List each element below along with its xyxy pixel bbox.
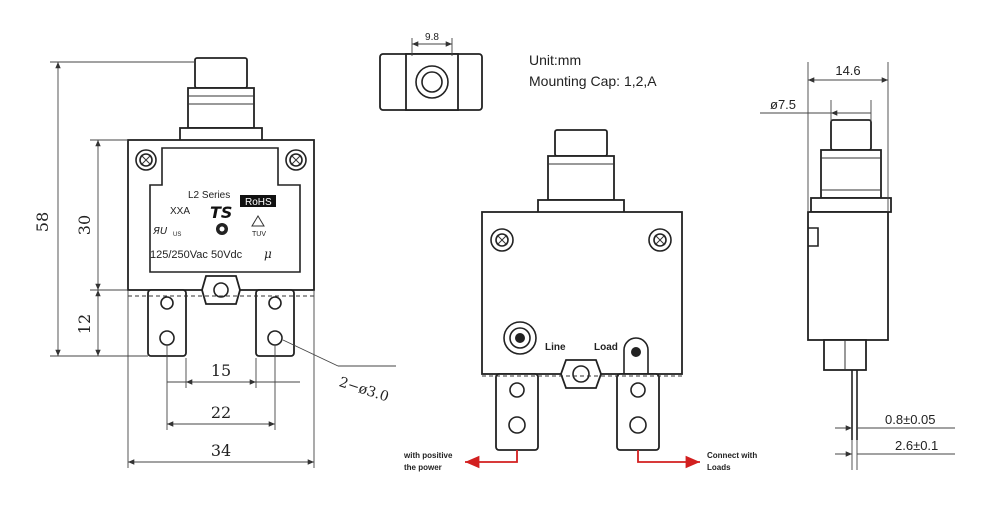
button-housing xyxy=(187,87,255,129)
dim-side-diameter: ø7.5 xyxy=(770,97,796,112)
load-label: Load xyxy=(594,342,618,353)
hole-callout: 2−ø3.0 xyxy=(337,374,391,405)
dim-top-9-8: 9.8 xyxy=(425,32,439,43)
load-arrow xyxy=(637,450,700,469)
side-view: 14.6 ø7.5 0.8±0.05 2.6±0.1 xyxy=(760,62,955,470)
reset-button-cap xyxy=(194,57,248,89)
wiring-screw-right xyxy=(648,228,672,252)
power-note-1: with positive xyxy=(403,451,453,460)
ts-logo: TS xyxy=(210,203,232,222)
dim-height-30: 30 xyxy=(75,215,94,235)
dim-pitch-22: 22 xyxy=(211,403,231,422)
wiring-view: Line Load with positive the power Connec… xyxy=(403,129,757,472)
dim-height-12: 12 xyxy=(75,314,94,334)
dim-width-34: 34 xyxy=(211,441,231,460)
rating-label: 125/250Vac 50Vdc xyxy=(150,249,243,261)
dim-pitch-15: 15 xyxy=(211,361,231,380)
wiring-button-housing xyxy=(547,155,615,201)
side-body xyxy=(807,211,889,341)
ul-us-label: US xyxy=(173,232,181,238)
wiring-center-nut xyxy=(560,359,602,389)
unit-note: Unit:mm xyxy=(529,52,581,68)
center-mounting-nut xyxy=(201,275,241,305)
series-label: L2 Series xyxy=(188,190,230,201)
wiring-terminal-right xyxy=(616,373,660,451)
breaker-body xyxy=(127,139,315,291)
svg-text:ЯU: ЯU xyxy=(152,226,168,237)
corner-screw-left xyxy=(135,149,157,171)
tuv-mark xyxy=(251,215,265,227)
rating-symbol: μ xyxy=(264,247,272,261)
dim-height-58: 58 xyxy=(33,212,52,232)
wiring-screw-left xyxy=(490,228,514,252)
load-note-1: Connect with xyxy=(707,451,757,460)
load-terminal-clip xyxy=(623,337,649,374)
corner-screw-right xyxy=(285,149,307,171)
dim-thickness-1: 0.8±0.05 xyxy=(885,412,936,427)
cqc-mark-icon xyxy=(216,223,228,235)
rohs-badge xyxy=(240,195,276,207)
line-terminal-screw xyxy=(503,321,537,355)
ul-mark-icon: ЯU xyxy=(152,226,168,237)
side-button-cap xyxy=(830,119,872,151)
side-button-housing xyxy=(820,149,882,199)
label-panel xyxy=(149,147,301,273)
top-button-outline xyxy=(405,53,459,111)
wiring-button-cap xyxy=(554,129,608,157)
load-note-2: Loads xyxy=(707,463,731,472)
line-label: Line xyxy=(545,342,566,353)
dim-side-width: 14.6 xyxy=(835,63,860,78)
model-label: XXA xyxy=(170,206,190,217)
power-arrow xyxy=(465,450,518,469)
mounting-cap-note: Mounting Cap: 1,2,A xyxy=(529,73,657,89)
terminal-left xyxy=(147,289,187,357)
front-view: L2 Series XXA TS RoHS TUV ЯU US 125/250V… xyxy=(33,57,396,468)
power-note-2: the power xyxy=(404,463,442,472)
svg-text:TS: TS xyxy=(210,203,232,222)
dim-thickness-2: 2.6±0.1 xyxy=(895,438,938,453)
side-button-base xyxy=(810,197,892,213)
side-terminal-blade xyxy=(851,370,858,440)
tuv-label: TUV xyxy=(252,231,266,238)
wiring-terminal-left xyxy=(495,373,539,451)
rohs-text: RoHS xyxy=(245,197,272,208)
top-view: 9.8 xyxy=(379,32,483,111)
